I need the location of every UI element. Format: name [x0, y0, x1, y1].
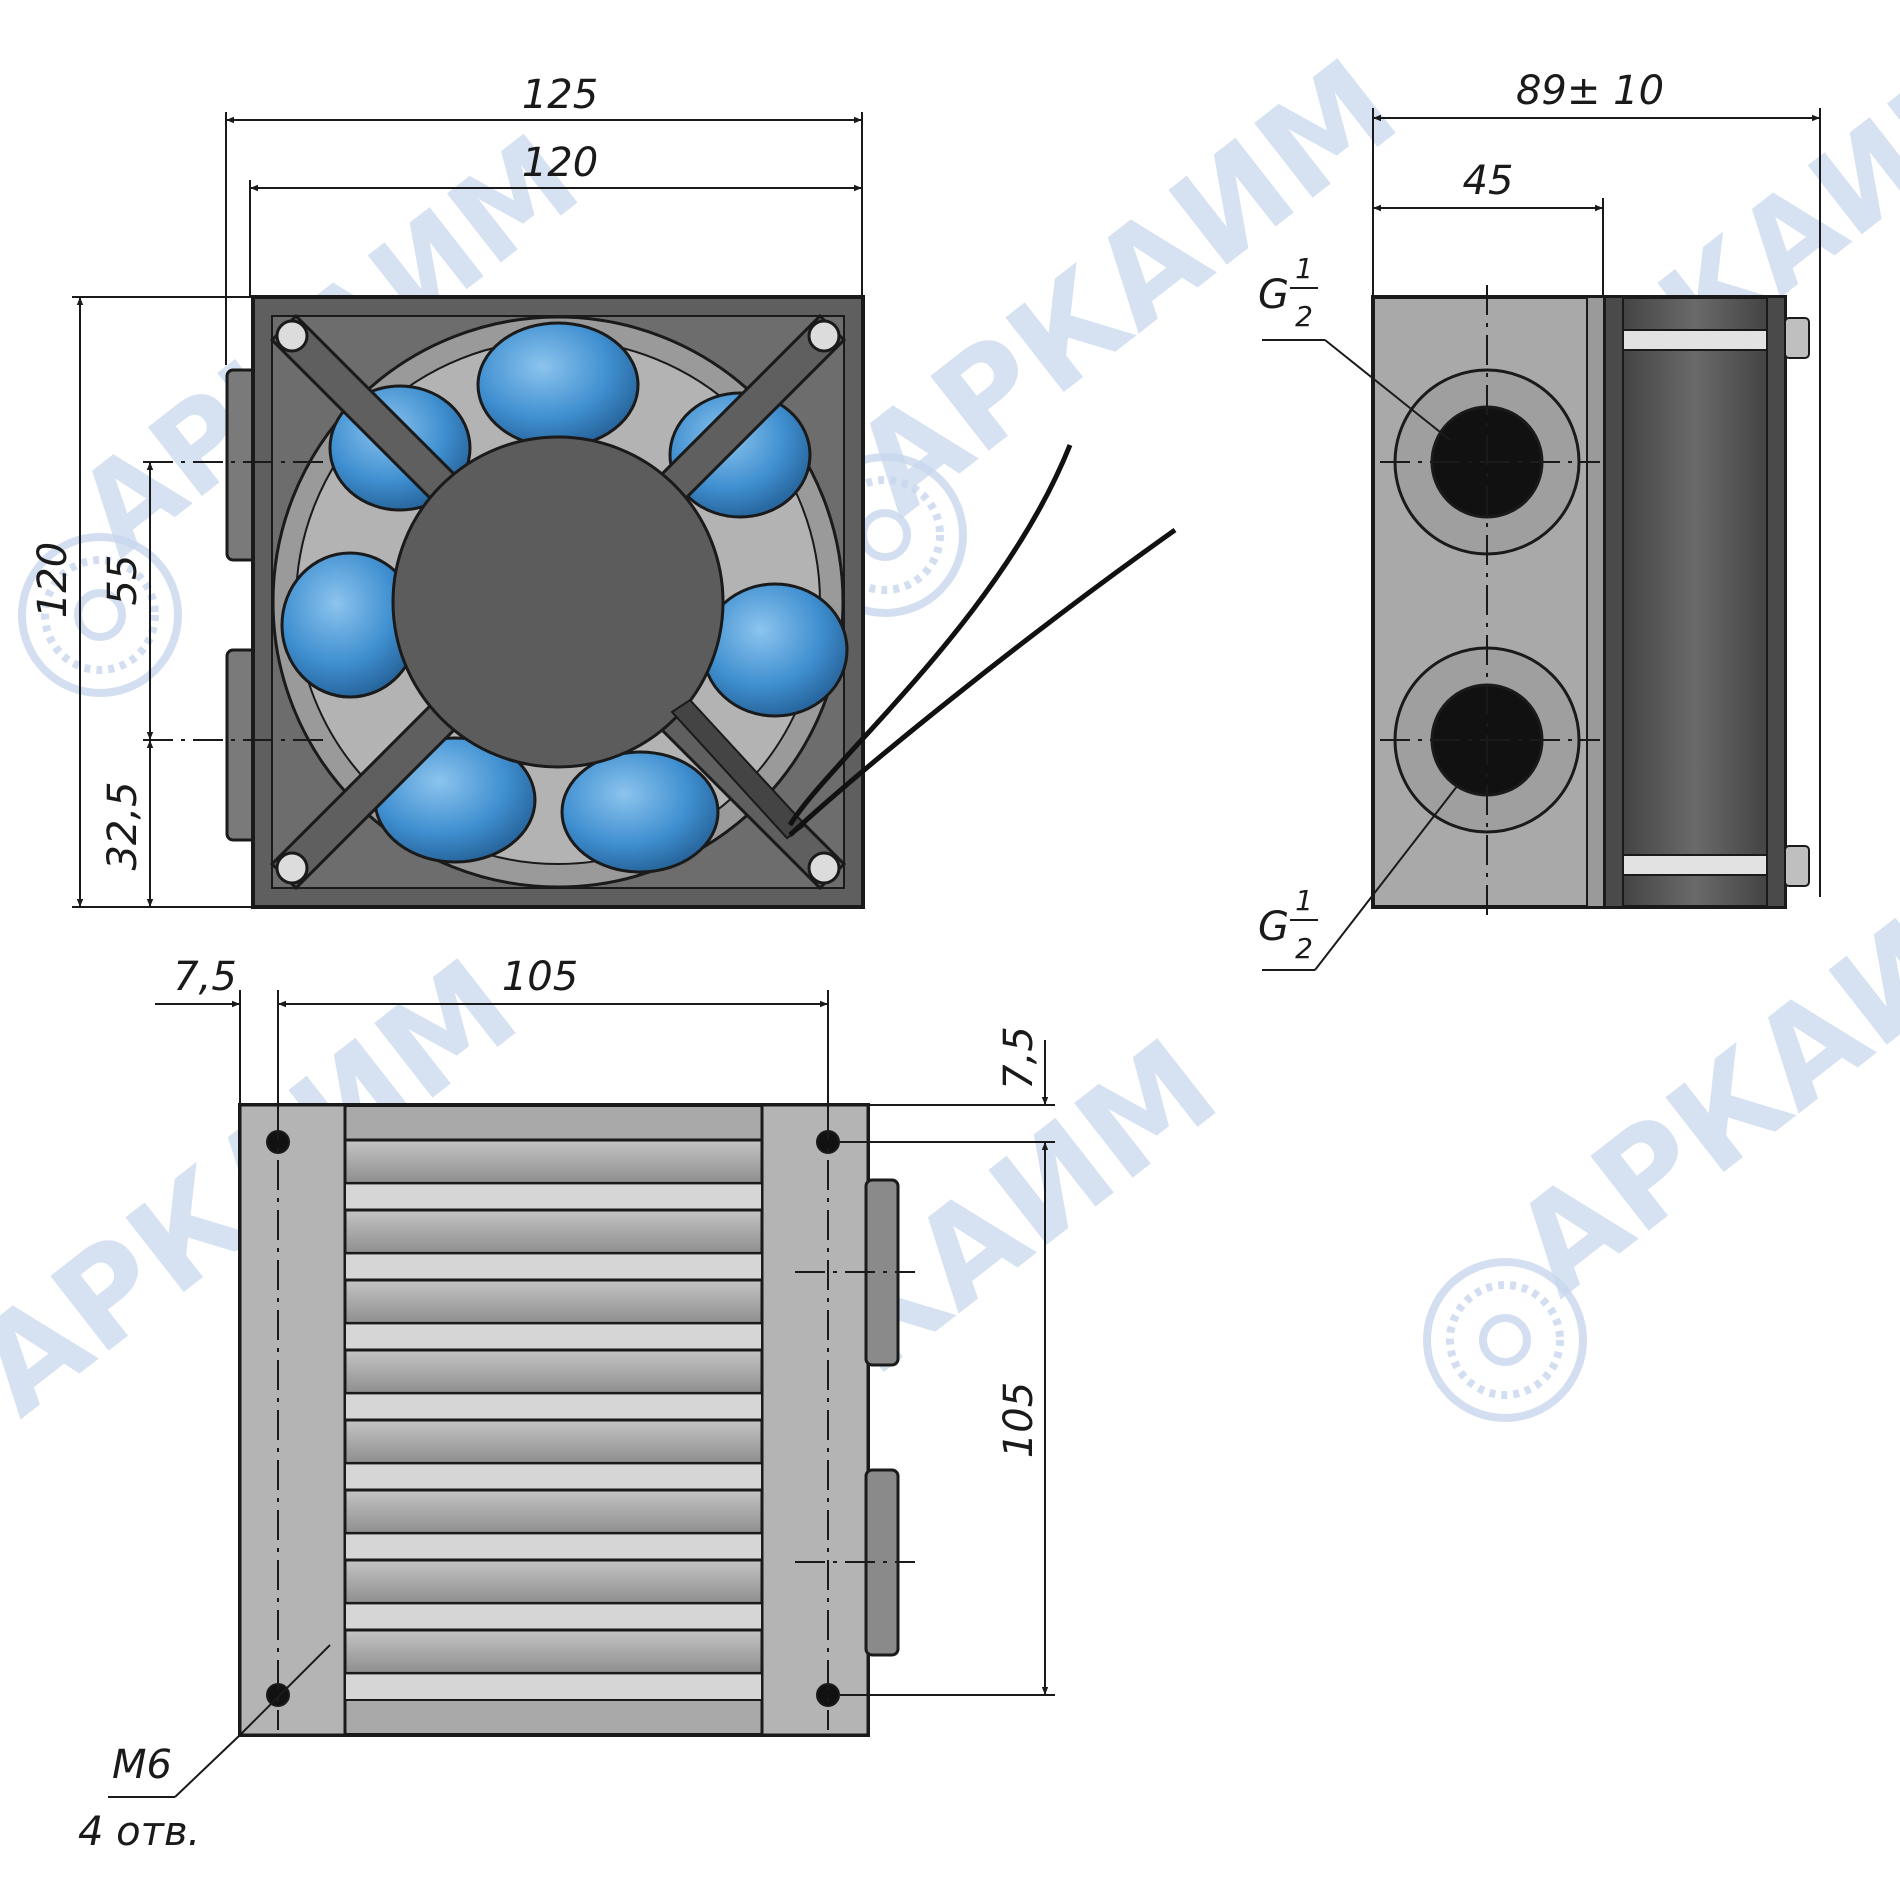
- radiator-fin-gap: [344, 1182, 763, 1212]
- radiator-fin: [343, 1418, 764, 1465]
- dim-hole-edge-offset-x: 7,5: [173, 954, 237, 1000]
- thread-callout-bottom-letter: G: [1258, 904, 1289, 950]
- fan-blade: [701, 582, 849, 718]
- side-centerlines: [1380, 285, 1600, 920]
- dim-body-depth: 45: [1463, 158, 1514, 204]
- radiator-fin-gap: [344, 1672, 763, 1702]
- dim-port-offset: 32,5: [100, 781, 146, 870]
- front-dimensions: [72, 112, 863, 908]
- dim-height-overall: 120: [30, 542, 76, 618]
- thread-callout-top-letter: G: [1258, 272, 1289, 318]
- radiator-fins: [343, 1138, 764, 1702]
- radiator-fin-gap: [344, 1602, 763, 1632]
- radiator-fin-gap: [344, 1532, 763, 1562]
- screw-icon: [807, 319, 841, 353]
- bottom-dimensions: [108, 990, 1055, 1798]
- bottom-centerlines: [277, 1110, 915, 1730]
- radiator-fin: [343, 1558, 764, 1605]
- hole-thread-label: M6: [112, 1742, 172, 1788]
- screw-icon: [807, 851, 841, 885]
- bottom-side-plate-right: [760, 1103, 870, 1737]
- side-fan-highlight: [1622, 854, 1768, 876]
- radiator-fin: [343, 1348, 764, 1395]
- watermark-logo-4: [1423, 1258, 1587, 1422]
- cable-channel: [670, 698, 807, 840]
- thread-callout-top-num: 1: [1295, 252, 1313, 285]
- housing-screws: [275, 319, 841, 885]
- mounting-holes: [266, 1130, 840, 1707]
- dim-hole-spacing-y: 105: [996, 1382, 1042, 1458]
- side-body-flange: [1586, 296, 1606, 908]
- side-view: [1371, 285, 1810, 920]
- front-view: [143, 295, 1177, 909]
- side-dimensions: [1262, 108, 1821, 971]
- side-fan: [1603, 295, 1787, 909]
- side-fan-highlight: [1622, 329, 1768, 351]
- radiator-fin: [343, 1208, 764, 1255]
- dim-width-overall: 125: [522, 72, 598, 118]
- side-fan-edge: [1604, 296, 1624, 908]
- thread-callout-top-den: 2: [1295, 300, 1313, 333]
- dim-hole-edge-offset-y: 7,5: [996, 1026, 1042, 1090]
- radiator-fin-gap: [344, 1322, 763, 1352]
- front-port-centerlines: [143, 461, 330, 741]
- screw-icon: [275, 319, 309, 353]
- radiator-fin: [343, 1278, 764, 1325]
- radiator-fin: [343, 1628, 764, 1675]
- hole-count-label: 4 отв.: [78, 1809, 200, 1855]
- radiator-fin-gap: [344, 1252, 763, 1282]
- bottom-side-plate-left: [238, 1103, 347, 1737]
- fan-blade: [476, 321, 640, 449]
- power-cable: [787, 444, 1177, 837]
- thread-callout-bottom-num: 1: [1295, 884, 1313, 917]
- fan-blade: [668, 391, 812, 519]
- dim-width-frame: 120: [522, 140, 598, 186]
- thread-callout-top: G 1 2: [1258, 252, 1318, 333]
- dim-port-spacing: 55: [100, 555, 146, 606]
- radiator-fin-gap: [344, 1462, 763, 1492]
- dim-depth-overall: 89± 10: [1516, 68, 1664, 114]
- radiator-fin: [343, 1138, 764, 1185]
- fan-blades: [280, 321, 849, 874]
- screw-icon: [275, 851, 309, 885]
- dim-hole-spacing-x: 105: [502, 954, 578, 1000]
- fan-blade: [560, 750, 720, 874]
- side-fan-edge: [1766, 296, 1786, 908]
- radiator-fin-gap: [344, 1392, 763, 1422]
- radiator-fin: [343, 1488, 764, 1535]
- thread-callout-bottom-den: 2: [1295, 932, 1313, 965]
- thread-callout-bottom: G 1 2: [1258, 884, 1318, 965]
- bolt-icon: [1784, 845, 1810, 887]
- fan-hub: [391, 435, 725, 769]
- bottom-view: [238, 1103, 915, 1737]
- bolt-icon: [1784, 317, 1810, 359]
